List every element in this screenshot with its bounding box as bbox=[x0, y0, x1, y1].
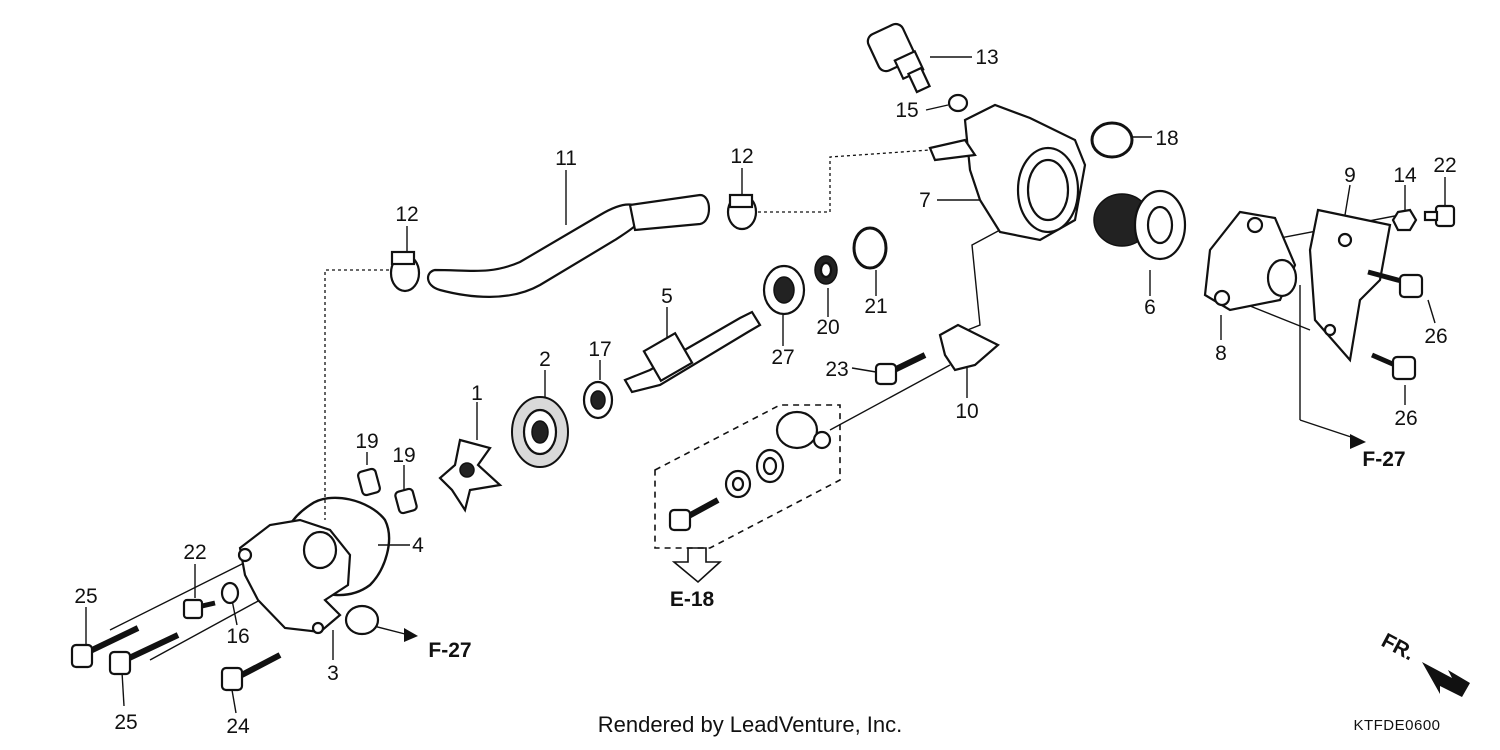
clamp-bracket-part bbox=[938, 323, 1000, 372]
bolt-part-26-lower bbox=[1371, 352, 1417, 381]
nut-part bbox=[1391, 208, 1418, 232]
spacer-part bbox=[724, 469, 752, 499]
hose-clamp-part-left bbox=[389, 250, 421, 293]
hose-clamp-part-right bbox=[726, 193, 758, 231]
shaft-bearing-part bbox=[582, 380, 614, 420]
label-part-11: 11 bbox=[555, 147, 577, 170]
long-bolt-part-25-upper bbox=[70, 625, 140, 669]
label-part-17: 17 bbox=[588, 338, 611, 361]
label-part-8: 8 bbox=[1215, 342, 1227, 365]
flange-bolt-part-left bbox=[182, 598, 216, 620]
label-part-1: 1 bbox=[471, 382, 483, 405]
label-part-2: 2 bbox=[539, 348, 551, 371]
long-bolt-part-25-lower bbox=[108, 632, 180, 676]
bolt-part-26-upper bbox=[1367, 269, 1424, 299]
mechanical-seal-part bbox=[511, 396, 569, 468]
label-part-19-a: 19 bbox=[355, 430, 378, 453]
label-part-15: 15 bbox=[895, 99, 918, 122]
impeller-part bbox=[438, 438, 503, 513]
temperature-sensor-part bbox=[866, 22, 932, 94]
diagram-code: KTFDE0600 bbox=[1353, 717, 1440, 734]
clamp-kit-box bbox=[654, 404, 841, 549]
label-part-25-lower: 25 bbox=[114, 711, 137, 734]
label-part-26-lower: 26 bbox=[1394, 407, 1417, 430]
label-part-6: 6 bbox=[1144, 296, 1156, 319]
dowel-pin-part-b bbox=[394, 487, 418, 515]
label-part-5: 5 bbox=[661, 285, 673, 308]
dowel-pin-part-a bbox=[356, 467, 382, 497]
pump-cover-part bbox=[237, 518, 380, 636]
thermostat-housing-part bbox=[928, 103, 1087, 242]
ref-e18: E-18 bbox=[670, 588, 715, 611]
circlip-part bbox=[852, 226, 888, 270]
label-part-16: 16 bbox=[226, 625, 249, 648]
bearing-part bbox=[762, 264, 806, 316]
o-ring-part bbox=[1090, 121, 1134, 159]
reference-arrows bbox=[404, 434, 1366, 642]
label-part-3: 3 bbox=[327, 662, 339, 685]
label-part-22-right: 22 bbox=[1433, 154, 1456, 177]
front-direction-arrow-icon bbox=[1422, 662, 1470, 697]
kit-bolt-part bbox=[668, 497, 720, 532]
front-label: FR. bbox=[1378, 629, 1419, 665]
bolt-part-23 bbox=[874, 352, 927, 386]
label-part-25-upper: 25 bbox=[74, 585, 97, 608]
ref-f27-right: F-27 bbox=[1362, 448, 1405, 471]
sealing-washer-part bbox=[947, 93, 969, 113]
credit-text: Rendered by LeadVenture, Inc. bbox=[598, 712, 903, 737]
label-part-7: 7 bbox=[919, 189, 931, 212]
pump-shaft-part bbox=[623, 310, 762, 394]
label-part-9: 9 bbox=[1344, 164, 1356, 187]
bolt-part-24 bbox=[220, 652, 282, 692]
label-part-12-right: 12 bbox=[730, 145, 753, 168]
reference-labels: F-27 F-27 E-18 FR. bbox=[428, 448, 1418, 665]
oil-seal-part bbox=[814, 255, 838, 285]
thermostat-part bbox=[1093, 189, 1187, 261]
label-part-10: 10 bbox=[955, 400, 978, 423]
label-part-27: 27 bbox=[771, 346, 794, 369]
label-part-4: 4 bbox=[412, 534, 424, 557]
label-part-19-b: 19 bbox=[392, 444, 415, 467]
part-number-labels: 1 2 3 4 5 6 7 8 9 10 11 12 12 13 14 15 1… bbox=[74, 46, 1456, 738]
flange-bolt-part bbox=[1423, 204, 1456, 228]
water-outlet-part bbox=[1203, 210, 1298, 312]
label-part-24: 24 bbox=[226, 715, 250, 738]
bracket-part bbox=[1308, 208, 1392, 363]
label-part-12-left: 12 bbox=[395, 203, 418, 226]
label-part-14: 14 bbox=[1393, 164, 1417, 187]
washer-part bbox=[220, 581, 240, 605]
label-part-18: 18 bbox=[1155, 127, 1178, 150]
water-hose-part bbox=[427, 193, 711, 298]
collar-part bbox=[755, 448, 785, 484]
e18-arrow-icon bbox=[671, 547, 723, 584]
ref-f27-left: F-27 bbox=[428, 639, 471, 662]
label-part-20: 20 bbox=[816, 316, 839, 339]
pipe-clamp-part bbox=[775, 410, 832, 450]
label-part-22-left: 22 bbox=[183, 541, 206, 564]
label-part-13: 13 bbox=[975, 46, 998, 69]
label-part-26-upper: 26 bbox=[1424, 325, 1447, 348]
label-part-23: 23 bbox=[825, 358, 848, 381]
footer: Rendered by LeadVenture, Inc. KTFDE0600 bbox=[598, 712, 1440, 737]
label-part-21: 21 bbox=[864, 295, 887, 318]
